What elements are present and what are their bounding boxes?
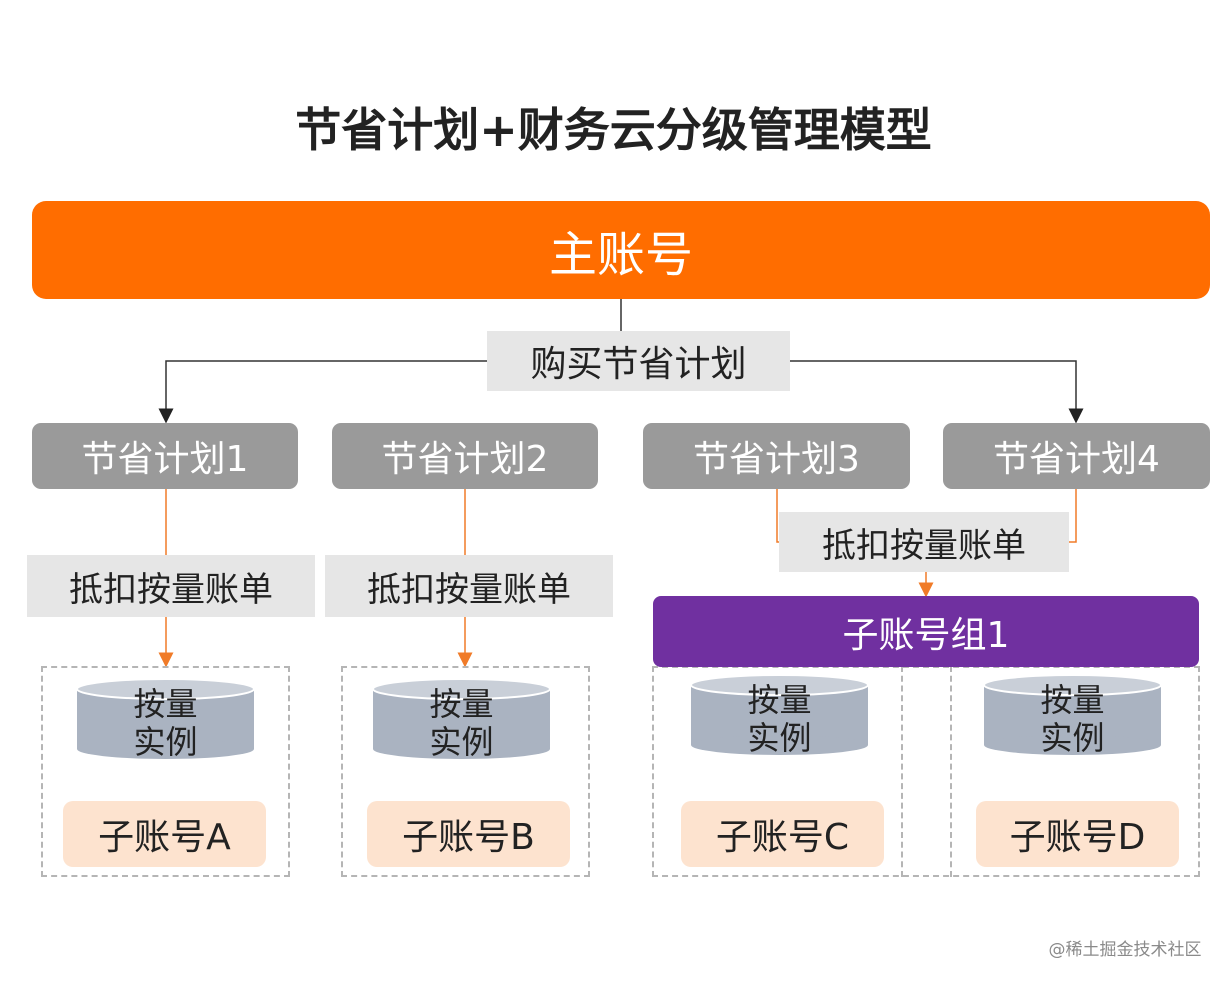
deduct-label-3: 抵扣按量账单 (779, 512, 1069, 572)
savings-plan-1: 节省计划1 (32, 423, 298, 489)
instance-cylinder-c: 按量 实例 (691, 674, 868, 758)
sub-account-d: 子账号D (976, 801, 1179, 867)
deduct-label-2: 抵扣按量账单 (325, 555, 613, 617)
instance-cylinder-d: 按量 实例 (984, 674, 1161, 758)
instance-label-line2: 实例 (747, 719, 812, 757)
instance-label-line2: 实例 (429, 723, 494, 761)
instance-cylinder-b: 按量 实例 (373, 678, 550, 762)
instance-label-line2: 实例 (133, 723, 198, 761)
savings-plan-2: 节省计划2 (332, 423, 598, 489)
instance-label-b: 按量 实例 (373, 684, 550, 762)
instance-cylinder-a: 按量 实例 (77, 678, 254, 762)
database-cylinder-icon (77, 678, 254, 759)
instance-label-line2: 实例 (1040, 719, 1105, 757)
account-box-a (41, 666, 290, 877)
sub-account-group-bar: 子账号组1 (653, 596, 1199, 667)
buy-savings-plan-label: 购买节省计划 (487, 331, 790, 391)
database-cylinder-icon (984, 674, 1161, 755)
watermark: @稀土掘金技术社区 (1048, 939, 1202, 960)
group-divider-left (901, 666, 903, 877)
instance-label-line1: 按量 (133, 685, 198, 723)
sub-account-a: 子账号A (63, 801, 266, 867)
instance-label-c: 按量 实例 (691, 680, 868, 758)
instance-label-line1: 按量 (747, 681, 812, 719)
instance-label-a: 按量 实例 (77, 684, 254, 762)
account-box-b (341, 666, 590, 877)
database-cylinder-icon (373, 678, 550, 759)
main-account-bar: 主账号 (32, 201, 1210, 299)
instance-label-line1: 按量 (429, 685, 494, 723)
instance-label-line1: 按量 (1040, 681, 1105, 719)
database-cylinder-icon (691, 674, 868, 755)
instance-label-d: 按量 实例 (984, 680, 1161, 758)
savings-plan-4: 节省计划4 (943, 423, 1210, 489)
savings-plan-3: 节省计划3 (643, 423, 910, 489)
diagram-title: 节省计划+财务云分级管理模型 (295, 103, 932, 157)
account-group-box (652, 666, 1200, 877)
group-divider-right (950, 666, 952, 877)
sub-account-b: 子账号B (367, 801, 570, 867)
sub-account-c: 子账号C (681, 801, 884, 867)
deduct-label-1: 抵扣按量账单 (27, 555, 315, 617)
